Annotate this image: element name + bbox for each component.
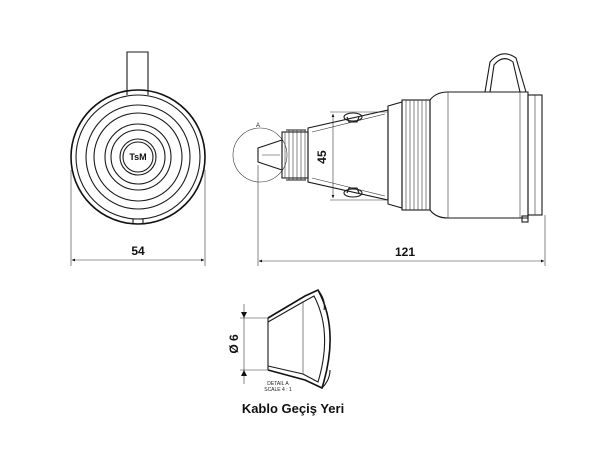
front-ring-5	[104, 123, 172, 191]
detail-a-circle	[232, 127, 288, 183]
bottom-clip	[521, 215, 529, 223]
grooved-collar	[387, 99, 431, 211]
dim6-arrow-top	[241, 312, 247, 318]
detail-inner-profile	[267, 295, 326, 383]
boss-top-detail	[346, 116, 360, 123]
boss-bottom-detail	[346, 187, 360, 194]
detail-view: Ø 6 DETAIL A SCALE 4 : 1 Kablo Geçiş Yer…	[227, 288, 344, 416]
brand-logo: TsM	[129, 152, 146, 162]
side-diameter-dim: 45	[315, 150, 329, 164]
side-length-dim: 121	[395, 245, 415, 259]
detail-diameter-dim: Ø 6	[227, 334, 241, 354]
cover-handle-inner	[489, 58, 521, 93]
front-view: TsM 54	[70, 51, 206, 266]
front-ring-7	[119, 138, 157, 176]
ribbed-neck	[281, 129, 309, 181]
detail-caption: Kablo Geçiş Yeri	[242, 401, 344, 416]
detail-lip-top	[317, 289, 325, 311]
front-handle	[126, 51, 149, 95]
front-ring-4	[93, 112, 183, 202]
detail-label: DETAIL A	[267, 381, 289, 387]
detail-scale: SCALE 4 : 1	[264, 387, 292, 393]
screw-boss-bottom	[343, 188, 363, 198]
front-ring-3	[85, 104, 191, 210]
front-outer-ring	[70, 89, 206, 225]
front-ring-6	[110, 129, 166, 185]
front-bottom-notch	[132, 218, 144, 224]
cover-handle	[484, 53, 527, 93]
screw-boss-top	[343, 112, 363, 122]
side-view: A	[232, 53, 546, 266]
detail-a-marker: A	[256, 123, 260, 129]
dim6-arrow-bottom	[241, 370, 247, 376]
front-ring-8	[122, 141, 154, 173]
detail-lip-bottom	[321, 369, 331, 389]
cone-inner-lines	[311, 113, 386, 197]
main-body	[429, 91, 529, 219]
front-width-dim: 54	[131, 244, 145, 258]
